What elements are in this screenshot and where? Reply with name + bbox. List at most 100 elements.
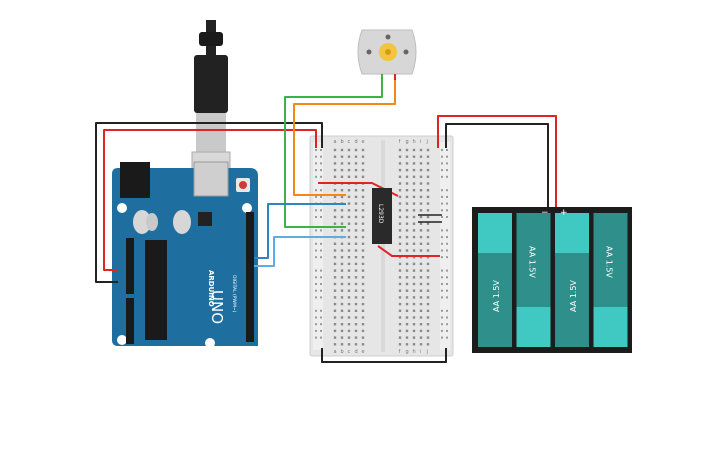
breadboard-hole — [398, 262, 402, 266]
breadboard-hole — [405, 175, 409, 178]
breadboard-hole — [426, 309, 430, 312]
breadboard-hole — [347, 316, 351, 319]
breadboard-hole — [419, 175, 423, 178]
breadboard-hole — [398, 302, 402, 306]
wire-pin9-lightblue — [254, 236, 346, 267]
rail-hole — [441, 195, 443, 198]
rail-hole — [320, 276, 322, 279]
rail-hole — [320, 256, 322, 259]
rail-hole — [315, 269, 317, 272]
breadboard-hole — [419, 209, 423, 212]
rail-hole — [441, 242, 443, 245]
breadboard-hole — [405, 155, 409, 158]
breadboard-hole — [361, 329, 365, 333]
breadboard-hole — [333, 162, 337, 165]
breadboard-hole — [354, 282, 358, 286]
breadboard-hole — [405, 329, 409, 333]
breadboard-hole — [333, 262, 337, 266]
breadboard-hole — [354, 222, 358, 225]
breadboard-hole — [412, 168, 416, 172]
breadboard-hole — [426, 175, 430, 178]
breadboard-hole — [354, 309, 358, 312]
breadboard-hole — [347, 209, 351, 212]
breadboard-hole — [361, 229, 365, 232]
breadboard-hole — [405, 242, 409, 245]
breadboard-hole — [419, 336, 423, 339]
rail-hole — [441, 323, 443, 326]
breadboard-hole — [412, 309, 416, 312]
breadboard-column-label: c — [348, 139, 351, 145]
breadboard-hole — [405, 182, 409, 185]
breadboard-hole — [340, 296, 344, 299]
breadboard-hole — [361, 289, 365, 292]
breadboard-hole — [354, 329, 358, 333]
breadboard-hole — [405, 148, 409, 152]
wire-motor-green — [284, 80, 383, 228]
wire-rail-bottom-black — [321, 348, 447, 363]
rail-hole — [320, 162, 322, 165]
breadboard-hole — [426, 329, 430, 333]
breadboard-hole — [419, 262, 423, 266]
breadboard-hole — [347, 189, 351, 192]
breadboard-hole — [340, 269, 344, 272]
wire-battery-black — [445, 123, 549, 210]
rail-hole — [315, 216, 317, 218]
breadboard-hole — [340, 343, 344, 346]
rail-hole — [441, 329, 443, 332]
breadboard-hole — [354, 209, 358, 212]
battery-cell-band — [516, 307, 551, 347]
breadboard-hole — [361, 249, 365, 252]
rail-hole — [441, 316, 443, 319]
breadboard-hole — [361, 168, 365, 172]
rail-hole — [441, 309, 443, 312]
breadboard-hole — [398, 256, 402, 259]
breadboard-hole — [354, 175, 358, 178]
rail-hole — [315, 276, 317, 279]
breadboard-hole — [405, 162, 409, 165]
breadboard-hole — [398, 309, 402, 312]
rail-hole — [315, 289, 317, 292]
rail-hole — [315, 155, 317, 158]
rail-hole — [446, 309, 448, 312]
breadboard-hole — [405, 336, 409, 339]
breadboard-hole — [412, 249, 416, 252]
rail-hole — [446, 249, 448, 252]
breadboard-hole — [354, 289, 358, 292]
battery-cell-band — [555, 213, 589, 253]
breadboard-hole — [405, 229, 409, 232]
breadboard-hole — [361, 209, 365, 212]
breadboard-hole — [340, 302, 344, 306]
breadboard-hole — [426, 222, 430, 225]
breadboard-hole — [361, 282, 365, 286]
breadboard-hole — [347, 329, 351, 333]
breadboard-hole — [340, 242, 344, 245]
breadboard-hole — [361, 256, 365, 259]
breadboard-hole — [419, 256, 423, 259]
breadboard-hole — [333, 209, 337, 212]
rail-hole — [320, 269, 322, 272]
breadboard-hole — [426, 242, 430, 245]
rail-hole — [315, 249, 317, 252]
breadboard-hole — [419, 282, 423, 286]
breadboard-hole — [419, 289, 423, 292]
rail-hole — [446, 149, 448, 151]
breadboard-hole — [361, 215, 365, 219]
breadboard-hole — [412, 276, 416, 279]
rail-hole — [320, 329, 322, 332]
breadboard-hole — [347, 162, 351, 165]
breadboard-hole — [398, 276, 402, 279]
breadboard-hole — [340, 289, 344, 292]
breadboard-hole — [340, 309, 344, 312]
breadboard-hole — [333, 296, 337, 299]
breadboard-hole — [412, 269, 416, 272]
breadboard-hole — [405, 262, 409, 266]
breadboard-hole — [419, 162, 423, 165]
breadboard-hole — [354, 242, 358, 245]
breadboard-hole — [333, 168, 337, 172]
battery-cell-label: AA 1.5V — [569, 280, 578, 312]
breadboard-hole — [419, 189, 423, 192]
breadboard-hole — [333, 316, 337, 319]
rail-hole — [446, 296, 448, 299]
